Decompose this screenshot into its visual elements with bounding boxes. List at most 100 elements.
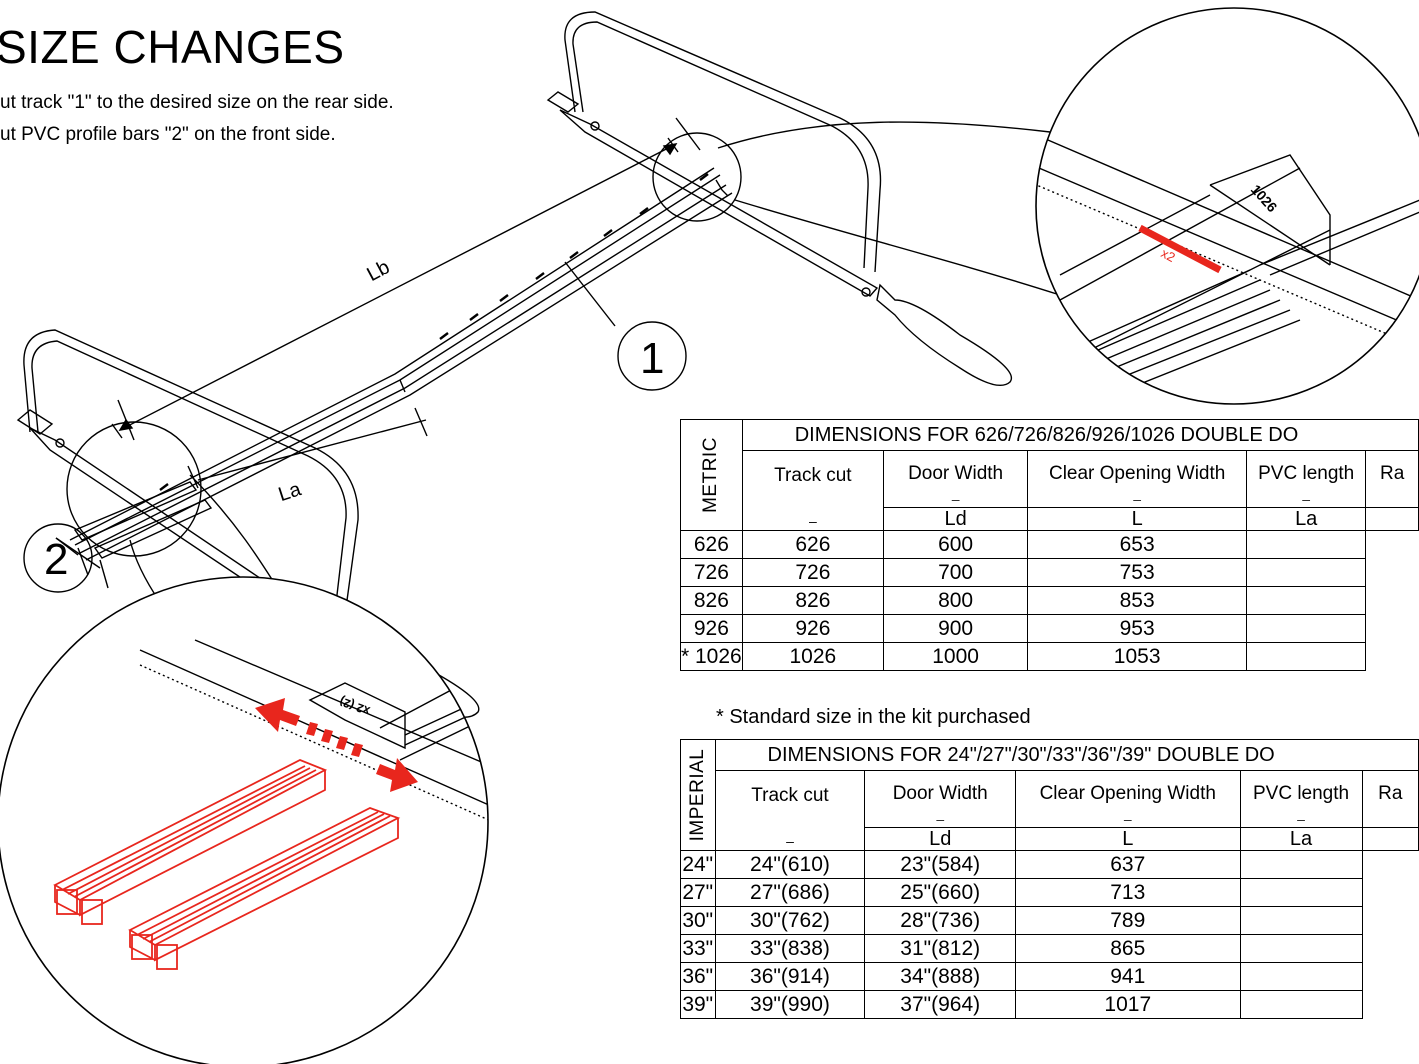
imperial-col-ra: Ra [1361,770,1419,828]
track-scale-marks [159,173,709,491]
metric-col-track-cut: Track cut– [741,450,885,531]
imperial-col-door-width: Door Width– [864,770,1017,828]
metric-table-cell: 753 [1027,558,1248,587]
dimension-la [187,407,428,489]
metric-table-cell: 1053 [1027,642,1248,671]
metric-table-cell [1246,558,1367,587]
magnified-track-detail: x2 1026 [1036,8,1419,404]
imperial-table-cell: 37"(964) [864,990,1017,1019]
imperial-table-cell: 39"(990) [714,990,866,1019]
imperial-table-cell [1239,906,1363,935]
metric-table-cell: 926 [741,614,885,643]
imperial-table-row: 33"33"(838)31"(812)865 [680,934,1419,963]
metric-col-door-width: Door Width– [882,450,1029,508]
imperial-table-cell: 1017 [1015,990,1241,1019]
imperial-table-cell: 34"(888) [864,962,1017,991]
metric-symbol-la: La [1246,507,1367,531]
metric-symbol-ra [1365,507,1419,531]
metric-table-cell [1246,586,1367,615]
magnified-circle-border [1035,7,1419,405]
imperial-table-cell [1239,934,1363,963]
magnified-pvc-detail: x2 (2) [0,577,488,1064]
instruction-track-cut: ut track "1" to the desired size on the … [0,92,394,113]
imperial-table-cell: 33" [680,934,716,963]
magnified-circle-lower-border [0,576,489,1064]
metric-table-cell: 653 [1027,530,1248,559]
metric-table-cell [1246,642,1367,671]
imperial-table-row: 30"30"(762)28"(736)789 [680,906,1419,935]
imperial-table-cell: 24" [680,850,716,879]
imperial-col-track-cut: Track cut– [714,770,866,851]
page-title: SIZE CHANGES [0,21,345,73]
metric-table-cell: 953 [1027,614,1248,643]
callout-1-leader [564,261,616,327]
metric-table-cell: 600 [882,530,1029,559]
imperial-symbol-l: L [1015,827,1241,851]
metric-table-title: DIMENSIONS FOR 626/726/826/926/1026 DOUB… [741,419,1419,451]
imperial-table-cell [1239,962,1363,991]
imperial-table-cell: 789 [1015,906,1241,935]
imperial-table-cell: 27"(686) [714,878,866,907]
imperial-table-cell: 24"(610) [714,850,866,879]
imperial-table-row: 39"39"(990)37"(964)1017 [680,990,1419,1019]
imperial-symbol-ra [1361,827,1419,851]
svg-text:x2: x2 [1159,245,1178,265]
metric-side-label-cell: METRIC [680,419,743,531]
metric-table-cell: 626 [741,530,885,559]
imperial-side-label: IMPERIAL [686,748,708,842]
dimension-lb [111,117,701,441]
imperial-table-cell: 637 [1015,850,1241,879]
detail-circle-front [66,421,202,557]
dimension-lb-label: Lb [363,256,393,286]
imperial-table-cell: 36" [680,962,716,991]
imperial-symbol-la: La [1239,827,1363,851]
imperial-table-cell: 33"(838) [714,934,866,963]
metric-table-cell: 726 [680,558,743,587]
imperial-col-pvc-length: PVC length– [1239,770,1363,828]
metric-symbol-ld: Ld [882,507,1029,531]
imperial-table-cell [1239,878,1363,907]
imperial-table-cell: 30"(762) [714,906,866,935]
instruction-pvc-cut: ut PVC profile bars "2" on the front sid… [0,124,336,145]
imperial-table-row: 36"36"(914)34"(888)941 [680,962,1419,991]
metric-table-cell: 1000 [882,642,1029,671]
imperial-table-cell: 39" [680,990,716,1019]
imperial-table-cell: 27" [680,878,716,907]
callout-2-number: 2 [44,535,68,584]
imperial-table-cell: 865 [1015,934,1241,963]
imperial-table-cell: 25"(660) [864,878,1017,907]
imperial-table-cell: 30" [680,906,716,935]
imperial-table-cell: 941 [1015,962,1241,991]
metric-dimensions-table: METRIC DIMENSIONS FOR 626/726/826/926/10… [680,419,1419,671]
callout-1-number: 1 [640,334,664,383]
imperial-table-row: 27"27"(686)25"(660)713 [680,878,1419,907]
dimension-la-label: La [276,478,305,506]
metric-table-cell: 800 [882,586,1029,615]
metric-side-label: METRIC [700,437,722,513]
imperial-table-row: 24"24"(610)23"(584)637 [680,850,1419,879]
metric-table-cell: 700 [882,558,1029,587]
metric-symbol-l: L [1027,507,1248,531]
imperial-table-title: DIMENSIONS FOR 24"/27"/30"/33"/36"/39" D… [714,739,1419,771]
metric-table-cell: 1026 [741,642,885,671]
callout-1-circle [617,321,687,391]
imperial-side-label-cell: IMPERIAL [680,739,716,851]
metric-col-clear-opening: Clear Opening Width– [1027,450,1248,508]
imperial-table-cell: 713 [1015,878,1241,907]
callout-2-leader-b [55,537,101,569]
imperial-table-cell: 31"(812) [864,934,1017,963]
metric-table-cell: 826 [680,586,743,615]
imperial-table-cell: 23"(584) [864,850,1017,879]
imperial-symbol-ld: Ld [864,827,1017,851]
imperial-table-cell: 36"(914) [714,962,866,991]
detail-circle-rear [652,132,742,222]
imperial-table-cell: 28"(736) [864,906,1017,935]
imperial-table-cell [1239,850,1363,879]
metric-col-pvc-length: PVC length– [1246,450,1367,508]
